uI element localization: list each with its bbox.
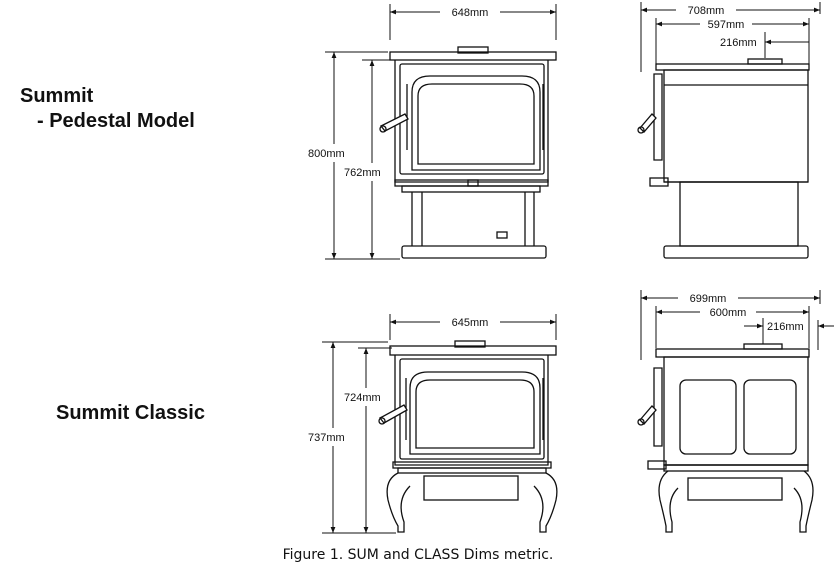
dim-pedestal-flue-offset: 216mm <box>720 37 757 49</box>
classic-side-view <box>637 343 814 533</box>
classic-front-view <box>378 340 558 533</box>
dim-classic-flue-offset: 216mm <box>767 321 804 333</box>
dim-classic-depth: 699mm <box>690 293 727 305</box>
figure-caption: Figure 1. SUM and CLASS Dims metric. <box>282 547 554 563</box>
pedestal-front-view <box>379 46 557 259</box>
dim-pedestal-overall-height: 800mm <box>308 148 345 160</box>
dim-classic-body-depth: 600mm <box>710 307 747 319</box>
dim-pedestal-body-height: 762mm <box>344 167 381 179</box>
dim-pedestal-front-width: 648mm <box>452 7 489 19</box>
dim-classic-body-height: 724mm <box>344 392 381 404</box>
classic-side-dimensions <box>640 290 834 360</box>
dim-classic-overall-height: 737mm <box>308 432 345 444</box>
classic-front-dimensions <box>322 314 557 534</box>
dim-pedestal-body-depth: 597mm <box>708 19 745 31</box>
model-name-summit-classic: Summit Classic <box>56 402 205 424</box>
dim-classic-front-width: 645mm <box>452 317 489 329</box>
model-subtitle-pedestal: - Pedestal Model <box>37 110 195 132</box>
model-name-summit: Summit <box>20 85 94 107</box>
pedestal-side-view <box>637 58 810 259</box>
dim-pedestal-depth: 708mm <box>688 5 725 17</box>
pedestal-front-dimensions <box>325 4 557 260</box>
pedestal-side-dimensions <box>640 2 821 72</box>
